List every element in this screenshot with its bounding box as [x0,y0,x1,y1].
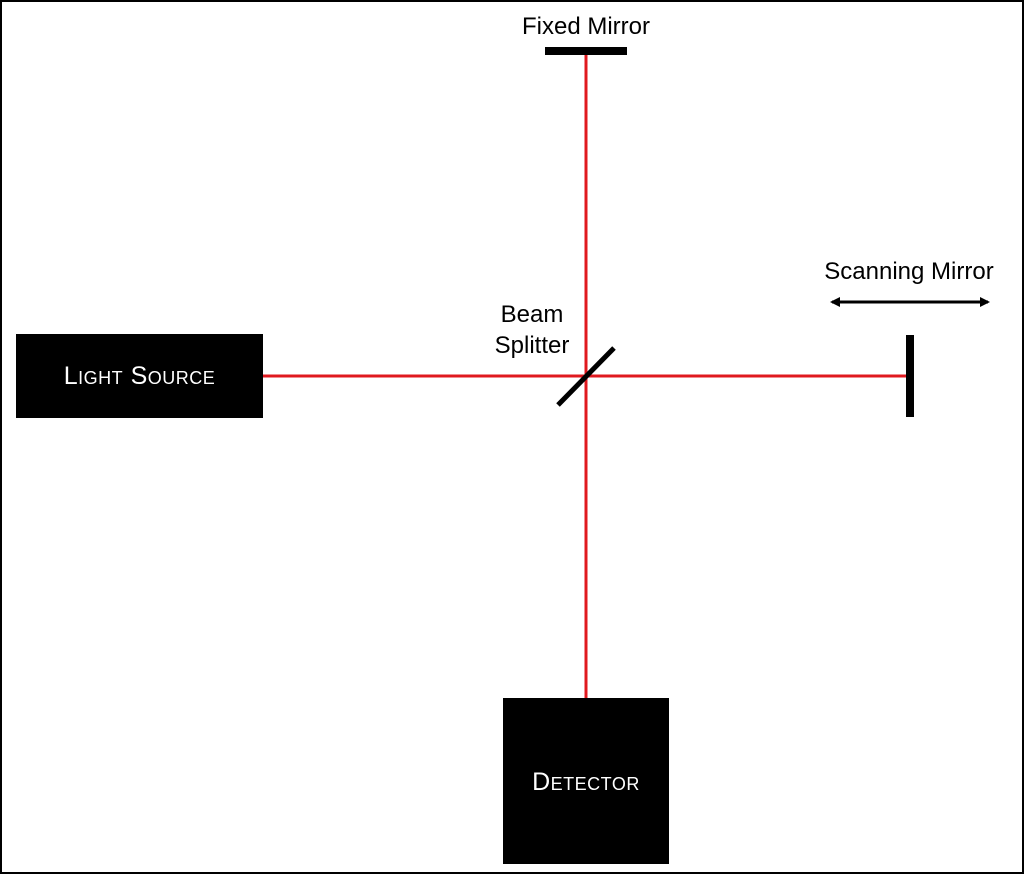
light-source-box [16,334,263,418]
scanning-mirror-label: Scanning Mirror [824,258,993,285]
beam-splitter [556,346,616,407]
detector-box [503,698,669,864]
beam-splitter-label-line2: Splitter [495,332,570,359]
fixed-mirror-label: Fixed Mirror [522,13,650,40]
beam-splitter-label-line1: Beam [501,301,564,328]
light-source-label: Light Source [64,362,216,390]
detector-label: Detector [532,768,640,796]
